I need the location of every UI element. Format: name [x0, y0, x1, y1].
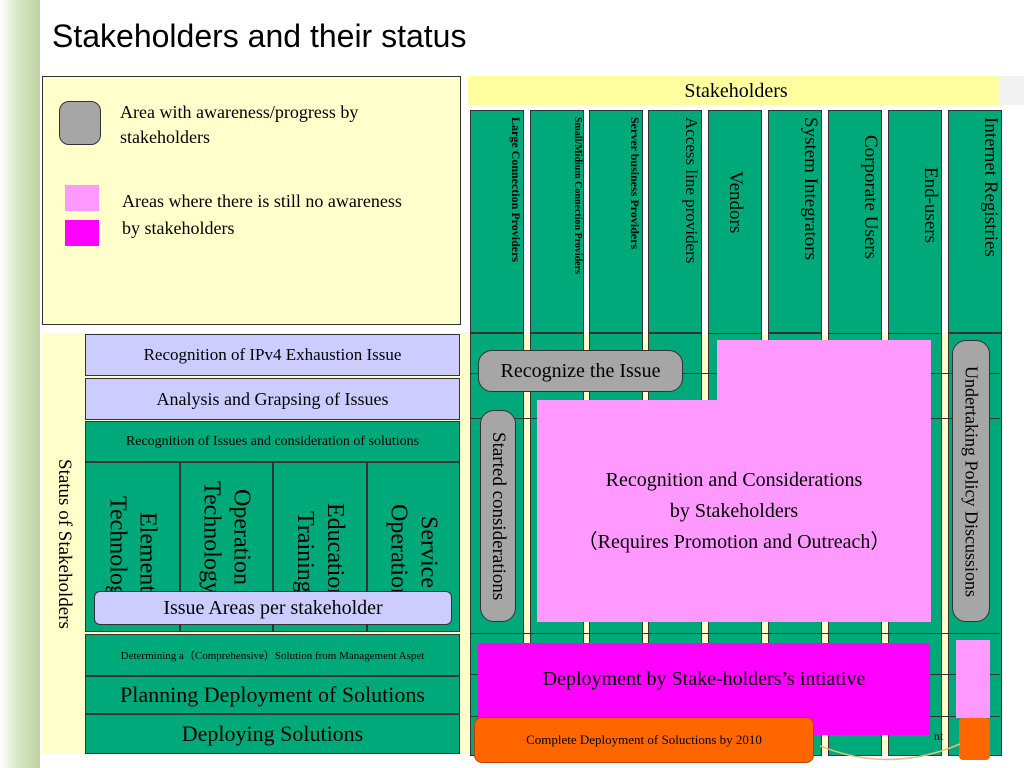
legend-magenta-swatch [65, 220, 99, 246]
legend-pink-label: Areas where there is still no awareness … [122, 191, 402, 238]
orange-right-marker [959, 718, 990, 760]
stakeholder-large-connection-providers: Large Connection Providers [470, 110, 524, 333]
legend-gray-swatch [59, 101, 101, 145]
stakeholder-server-business-providers: Server business Providers [589, 110, 643, 333]
stage-analysis: Analysis and Grapsing of Issues [85, 378, 460, 420]
considerations-line-1: Recognition and Considerations [605, 468, 863, 491]
stakeholder-internet-registries: Internet Registries [948, 110, 1002, 333]
page-title: Stakeholders and their status [52, 18, 467, 54]
hidden-text-fragment: nt [934, 729, 944, 743]
complete-deployment-pill: Complete Deployment of Soluctions by 201… [474, 717, 814, 763]
stakeholder-system-integrators: System Integrators [768, 110, 822, 333]
stage-deploying: Deploying Solutions [85, 714, 460, 754]
recognize-the-issue-pill: Recognize the Issue [478, 350, 683, 392]
considerations-area: Recognition and Considerations by Stakeh… [537, 400, 931, 622]
stakeholder-corporate-users: Corporate Users [828, 110, 882, 351]
started-considerations-pill: Started considerations [480, 410, 516, 622]
considerations-area-top [717, 340, 931, 404]
arc-decoration [820, 743, 960, 761]
stakeholder-small-midium-connection-providers: Small/Midium Connection Providers [530, 110, 584, 333]
legend-pink-swatch [65, 185, 99, 211]
legend-gray-label: Area with awareness/progress by stakehol… [120, 102, 359, 147]
stage-consideration: Recognition of Issues and consideration … [85, 421, 460, 462]
stakeholder-access-line-providers: Access line providers [648, 110, 702, 333]
stage-determining: Determining a（Comprehensive）Solution fro… [85, 634, 460, 676]
stakeholders-band [468, 76, 1000, 105]
stage-planning: Planning Deployment of Solutions [85, 676, 460, 714]
considerations-line-2: by Stakeholders [669, 499, 799, 522]
stage-recognition: Recognition of IPv4 Exhaustion Issue [85, 334, 460, 376]
issue-areas-label: Issue Areas per stakeholder [94, 591, 452, 625]
pink-right-marker [956, 640, 990, 718]
undertaking-policy-discussions-pill: Undertaking Policy Discussions [952, 340, 990, 622]
left-decoration [0, 0, 40, 768]
status-of-stakeholders-label: Status of Stakeholders [54, 458, 75, 629]
legend-box [42, 76, 461, 325]
considerations-line-3: （Requires Promotion and Outreach） [577, 530, 891, 553]
stakeholders-band-right [1000, 76, 1024, 105]
stakeholders-header: Stakeholders [684, 80, 788, 102]
grid-line [470, 633, 1000, 634]
